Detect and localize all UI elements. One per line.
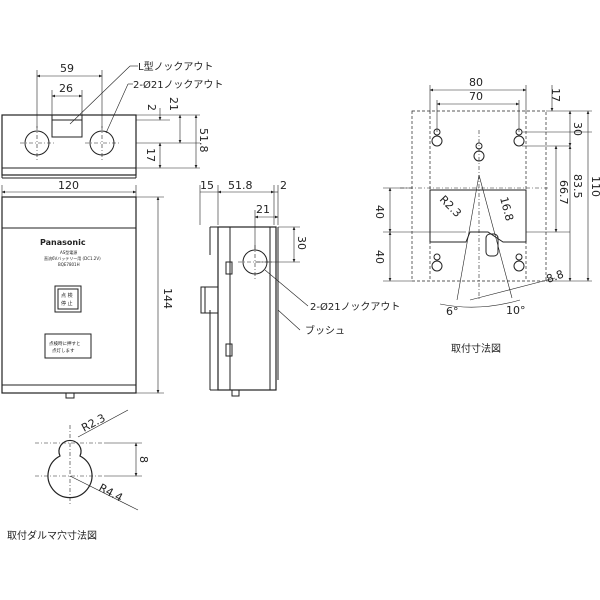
mount-dim-16-8: 16.8 — [497, 195, 516, 222]
side-dim-2: 2 — [280, 179, 287, 192]
knockout-right — [89, 130, 115, 156]
mount-dim-17: 17 — [549, 88, 562, 102]
keyhole-view: R2.3 8 R4.4 取付ダルマ穴寸法図 — [7, 409, 150, 542]
button-label-1: 点 検 — [61, 292, 73, 299]
dim-120: 120 — [58, 179, 79, 192]
side-dim-15: 15 — [200, 179, 214, 192]
mount-dim-8-8: 8.8 — [545, 268, 566, 286]
top-dim-21: 21 — [167, 97, 180, 111]
notice-sticker — [44, 333, 92, 359]
model-line-3: BQE7801H — [58, 262, 80, 267]
test-stop-button[interactable] — [57, 288, 79, 310]
top-view: 59 26 L型ノックアウト 2-Ø21ノックアウト 2 21 17 51.8 — [1, 60, 223, 179]
dim-59: 59 — [60, 62, 74, 75]
front-view-body — [1, 196, 137, 394]
mount-dim-110: 110 — [589, 176, 600, 197]
notice-line-2: 点灯します — [52, 347, 75, 354]
top-dim-17: 17 — [144, 148, 157, 162]
mount-plate — [429, 189, 527, 243]
mount-dim-30: 30 — [571, 122, 584, 136]
top-view-body — [1, 114, 137, 176]
mount-view: 80 70 17 30 66.7 83.5 110 40 40 R2.3 16.… — [373, 76, 600, 355]
notice-line-1: 点検時に押すと — [49, 340, 81, 347]
button-label-2: 停 止 — [61, 300, 73, 307]
model-line-2: 直流6Vバッテリー用 (DC1.2V) — [44, 255, 101, 261]
side-dim-51-8: 51.8 — [228, 179, 253, 192]
label-l-knockout: L型ノックアウト — [138, 60, 213, 73]
l-knockout — [51, 114, 83, 138]
top-dim-51-8: 51.8 — [197, 128, 210, 153]
bush — [200, 286, 219, 314]
side-dim-30: 30 — [295, 236, 308, 250]
model-line-1: AS型電源 — [60, 249, 77, 255]
side-label-knockout: 2-Ø21ノックアウト — [310, 301, 400, 313]
mount-dim-83-5: 83.5 — [571, 174, 584, 199]
test-button-frame — [54, 285, 82, 313]
side-dim-21: 21 — [256, 203, 270, 216]
keyhole-caption: 取付ダルマ穴寸法図 — [7, 529, 97, 542]
mount-caption: 取付寸法図 — [451, 342, 501, 355]
mount-dim-40b: 40 — [373, 250, 386, 264]
side-view: 15 51.8 2 21 30 — [199, 179, 400, 397]
mount-dim-80: 80 — [469, 76, 483, 89]
front-view: 120 Panasonic AS型電源 直流6Vバッテリー用 (DC1.2V) … — [1, 179, 174, 399]
keyhole-dim-8: 8 — [137, 456, 150, 463]
keyhole-dim-r2-3: R2.3 — [79, 411, 107, 434]
side-view-body — [217, 226, 277, 391]
keyhole-dim-r4-4: R4.4 — [97, 481, 125, 504]
mount-dim-66-7: 66.7 — [557, 180, 570, 205]
mount-dim-10deg: 10° — [506, 304, 526, 317]
mount-dim-70: 70 — [469, 90, 483, 103]
dim-26: 26 — [59, 82, 73, 95]
side-label-bush: ブッシュ — [305, 324, 345, 337]
mount-dim-6deg: 6° — [446, 305, 459, 318]
label-knockout-2-21: 2-Ø21ノックアウト — [133, 79, 223, 91]
knockout-left — [24, 130, 50, 156]
mount-dim-r2-3: R2.3 — [437, 193, 464, 220]
top-dim-2: 2 — [145, 104, 158, 111]
mount-dim-40a: 40 — [373, 205, 386, 219]
dim-144: 144 — [161, 288, 174, 309]
brand-logo: Panasonic — [40, 238, 86, 247]
